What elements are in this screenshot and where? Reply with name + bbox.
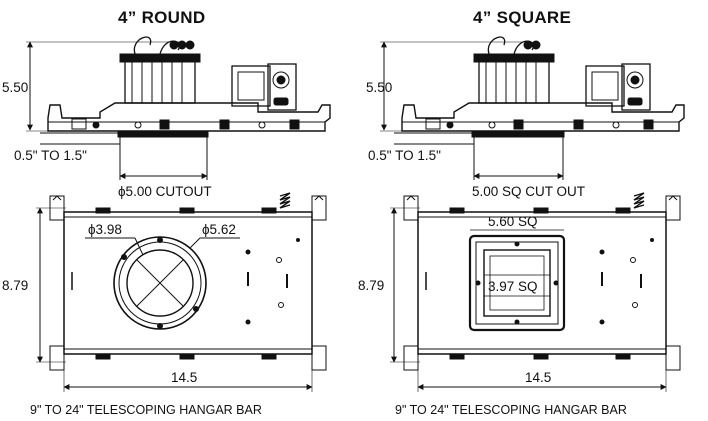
square-inner-label: 3.97 SQ: [488, 279, 538, 294]
round-plan-height-label: 8.79: [2, 278, 28, 293]
square-adjust-label: 0.5" TO 1.5": [368, 148, 441, 163]
round-plan-view: [36, 192, 327, 392]
round-plan-width-label: 14.5: [171, 370, 197, 385]
round-height-label: 5.50: [2, 80, 28, 95]
round-title: 4” ROUND: [118, 8, 206, 27]
round-cutout-label: ϕ5.00 CUTOUT: [118, 184, 212, 199]
round-outer-dia-label: ϕ5.62: [202, 222, 236, 237]
square-height-label: 5.50: [366, 80, 392, 95]
square-outer-label: 5.60 SQ: [488, 214, 538, 229]
round-hangar-label: 9" TO 24" TELESCOPING HANGAR BAR: [30, 403, 262, 417]
square-hangar-label: 9" TO 24" TELESCOPING HANGAR BAR: [395, 403, 627, 417]
square-plan-height-label: 8.79: [358, 278, 384, 293]
square-side-view: [380, 36, 685, 180]
round-inner-dia-label: ϕ3.98: [88, 222, 122, 237]
square-plan-view: [390, 192, 681, 392]
round-side-view: [26, 36, 331, 180]
round-adjust-label: 0.5" TO 1.5": [14, 148, 87, 163]
square-plan-width-label: 14.5: [525, 370, 551, 385]
square-cutout-label: 5.00 SQ CUT OUT: [472, 184, 585, 199]
square-title: 4” SQUARE: [473, 8, 572, 27]
